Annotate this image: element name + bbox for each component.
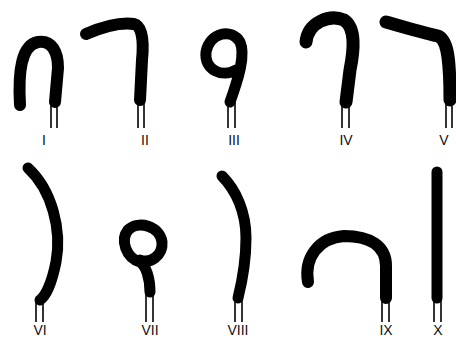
figure-number: I <box>42 133 46 147</box>
shape-seven <box>124 225 162 292</box>
shape-two <box>86 24 143 100</box>
shape-nine <box>307 236 386 298</box>
shape-three <box>206 34 242 102</box>
shape-legs <box>36 98 452 322</box>
figure-number: IV <box>339 133 352 147</box>
figure-number: X <box>433 323 442 337</box>
shape-ten <box>432 172 443 298</box>
figure-number: II <box>141 133 149 147</box>
shape-five <box>386 22 450 100</box>
figure-number: VII <box>141 323 158 337</box>
figure-number: VIII <box>227 323 248 337</box>
figure-number: IX <box>379 323 392 337</box>
figure-number: VI <box>33 323 46 337</box>
shape-four <box>306 18 353 102</box>
figure-number: V <box>439 133 448 147</box>
figure-number: III <box>228 133 240 147</box>
shape-six <box>28 168 58 300</box>
shape-eight <box>222 176 246 298</box>
shape-one <box>20 42 58 105</box>
